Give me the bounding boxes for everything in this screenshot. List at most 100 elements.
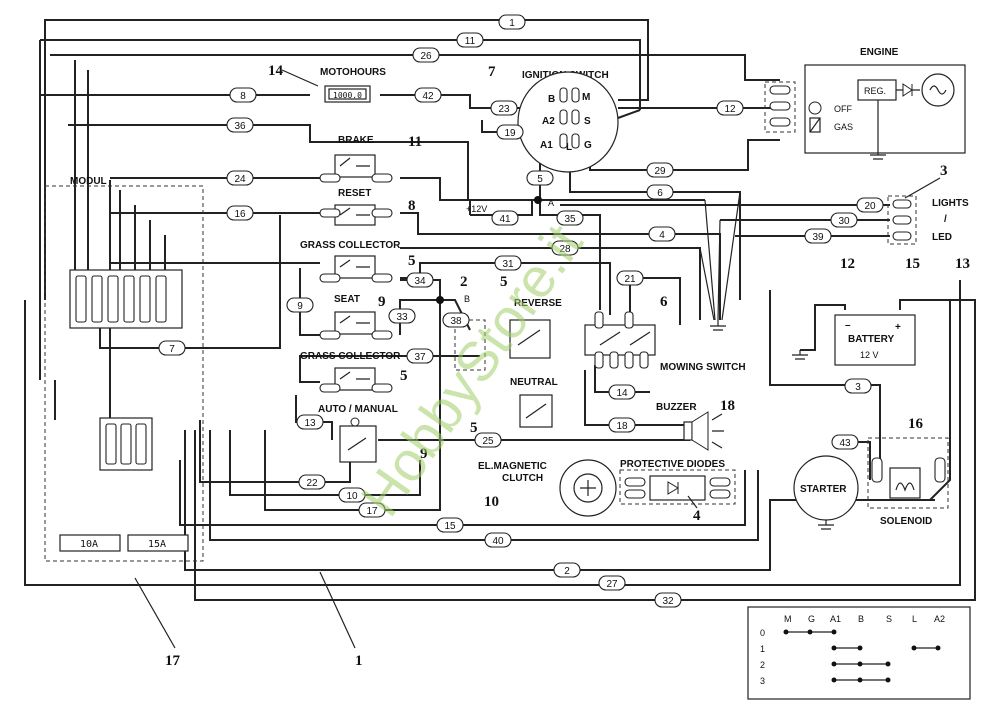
wire-number: 4 — [659, 230, 665, 241]
buzzer-label: BUZZER — [656, 402, 697, 413]
switch-position-table: M G A1 B S L A2 0 1 2 3 — [747, 606, 971, 700]
wire-label-10: 10 — [338, 487, 366, 503]
wire-label-35: 35 — [556, 210, 584, 226]
table-row-1: 1 — [760, 644, 765, 654]
wire-number: 8 — [240, 91, 246, 102]
wire-label-20: 20 — [856, 197, 884, 213]
callout-5b: 5 — [400, 368, 408, 384]
wire-number: 11 — [465, 36, 476, 47]
callout-1: 1 — [355, 653, 363, 669]
reverse-neutral: B 2 5 REVERSE NEUTRAL 5 — [436, 274, 562, 436]
wire-label-19: 19 — [496, 124, 524, 140]
wire-label-26: 26 — [412, 47, 440, 63]
svg-text:A1: A1 — [540, 140, 553, 151]
node-a — [534, 196, 542, 204]
wire-number: 36 — [234, 121, 246, 132]
wire-label-25: 25 — [474, 432, 502, 448]
table-row-2: 2 — [760, 660, 765, 670]
off-label: OFF — [834, 104, 852, 114]
lights-label: LIGHTS — [932, 198, 969, 209]
ground-icon — [870, 100, 886, 160]
wire-label-15: 15 — [436, 517, 464, 533]
fuse-15a-label: 15A — [148, 539, 166, 550]
grass-collector-2-switch — [334, 367, 376, 391]
reverse-switch — [509, 319, 551, 359]
svg-text:A2: A2 — [542, 116, 555, 127]
wire-label-21: 21 — [616, 270, 644, 286]
callout-5d: 5 — [470, 420, 478, 436]
callout-15: 15 — [905, 256, 920, 272]
clutch-label: CLUTCH — [502, 473, 543, 484]
callout-2: 2 — [460, 274, 468, 290]
wire-number: 2 — [564, 566, 570, 577]
wire-number: 28 — [559, 244, 571, 255]
battery-label: BATTERY — [848, 334, 894, 345]
engine-label: ENGINE — [860, 47, 899, 58]
wire-label-28: 28 — [551, 240, 579, 256]
starter-solenoid: 16 STARTER SOLENOID — [793, 416, 949, 530]
wire-label-22: 22 — [298, 474, 326, 490]
wire-label-39: 39 — [804, 228, 832, 244]
wire-label-6: 6 — [646, 184, 674, 200]
svg-text:B: B — [548, 94, 555, 105]
wire-label-11: 11 — [456, 32, 484, 48]
grass-collector-1-label: GRASS COLLECTOR — [300, 240, 401, 251]
wire-number: 23 — [498, 104, 510, 115]
table-row-3: 3 — [760, 676, 765, 686]
wire-label-40: 40 — [484, 532, 512, 548]
table-row-0: 0 — [760, 628, 765, 638]
callout-17: 17 — [165, 653, 181, 669]
wire-label-29: 29 — [646, 162, 674, 178]
callout-13: 13 — [955, 256, 970, 272]
wire-label-8: 8 — [229, 87, 257, 103]
wire-label-41: 41 — [491, 210, 519, 226]
callout-6: 6 — [660, 294, 668, 310]
svg-text:S: S — [584, 116, 591, 127]
fuse-10a-label: 10A — [80, 539, 98, 550]
motohours-meter: MOTOHOURS 14 1000.0 — [268, 63, 386, 103]
callout-3: 3 — [940, 163, 948, 179]
wire-number: 24 — [234, 174, 246, 185]
wire-number: 21 — [624, 274, 636, 285]
table-header-g: G — [808, 614, 815, 624]
wire-number: 12 — [724, 104, 736, 115]
callout-18: 18 — [720, 398, 735, 414]
wire-number: 41 — [499, 214, 511, 225]
wire-number: 9 — [297, 301, 303, 312]
diode-icon — [667, 481, 679, 495]
wire-number: 3 — [855, 382, 861, 393]
wire-number: 33 — [396, 312, 408, 323]
wire-label-37: 37 — [406, 348, 434, 364]
wire-number: 40 — [492, 536, 504, 547]
wire-label-18: 18 — [608, 417, 636, 433]
callout-9b: 9 — [420, 446, 428, 462]
table-header-a1: A1 — [830, 614, 841, 624]
ground-icon — [818, 520, 834, 530]
wire-number: 14 — [616, 388, 628, 399]
table-header-s: S — [886, 614, 892, 624]
buzzer: BUZZER 18 — [656, 398, 735, 451]
callout-5c: 5 — [500, 274, 508, 290]
brake-label: BRAKE — [338, 135, 374, 146]
wire-label-34: 34 — [406, 272, 434, 288]
svg-text:G: G — [584, 140, 592, 151]
starter-label: STARTER — [800, 484, 847, 495]
plus12v-label: +12V — [466, 204, 487, 214]
wire-number: 29 — [654, 166, 666, 177]
wire-label-24: 24 — [226, 170, 254, 186]
svg-text:M: M — [582, 92, 590, 103]
callout-11: 11 — [408, 134, 422, 150]
callout-9a: 9 — [378, 294, 386, 310]
reset-label: RESET — [338, 188, 371, 199]
gas-label: GAS — [834, 122, 853, 132]
wire-label-38: 38 — [442, 312, 470, 328]
wire-number: 42 — [422, 91, 434, 102]
wire-label-3: 3 — [844, 378, 872, 394]
wire-number: 20 — [864, 201, 876, 212]
wire-number: 39 — [812, 232, 824, 243]
lights: 3 LIGHTS / LED — [887, 163, 969, 245]
solenoid-label: SOLENOID — [880, 516, 932, 527]
modul: MODUL 10A 15A 17 — [44, 176, 204, 669]
